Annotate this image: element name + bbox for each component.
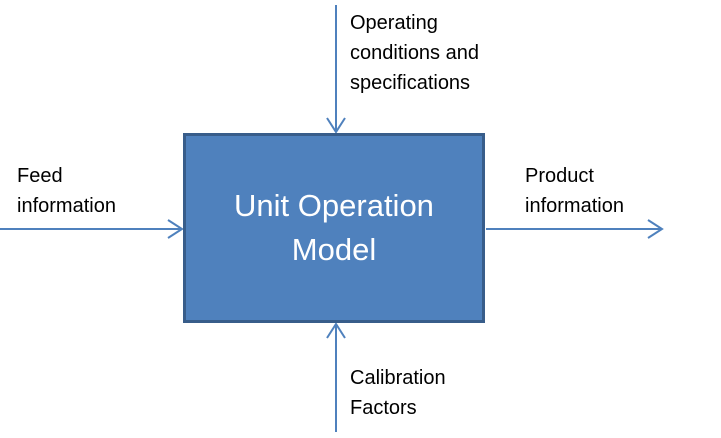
right-output-arrow <box>486 219 664 239</box>
left-input-label-line2: information <box>17 195 116 217</box>
top-input-label-line1: Operating <box>350 12 438 34</box>
left-input-label-line1: Feed <box>17 165 63 187</box>
right-output-label: Product information <box>525 161 624 221</box>
top-input-label: Operating conditions and specifications <box>350 8 479 98</box>
bottom-input-label-line1: Calibration <box>350 367 446 389</box>
left-input-arrow <box>0 219 184 239</box>
top-input-label-line3: specifications <box>350 72 471 94</box>
bottom-input-label: Calibration Factors <box>350 363 446 423</box>
box-title-line2: Model <box>291 232 377 267</box>
bottom-input-label-line2: Factors <box>350 397 417 419</box>
top-input-label-line2: conditions and <box>350 42 479 64</box>
left-input-label: Feed information <box>17 161 116 221</box>
box-title-line1: Unit Operation <box>234 188 434 223</box>
bottom-input-arrow <box>326 322 346 432</box>
unit-operation-model-box: Unit Operation Model <box>183 133 485 323</box>
top-input-arrow <box>326 5 346 134</box>
right-output-label-line1: Product <box>525 165 594 187</box>
right-output-label-line2: information <box>525 195 624 217</box>
